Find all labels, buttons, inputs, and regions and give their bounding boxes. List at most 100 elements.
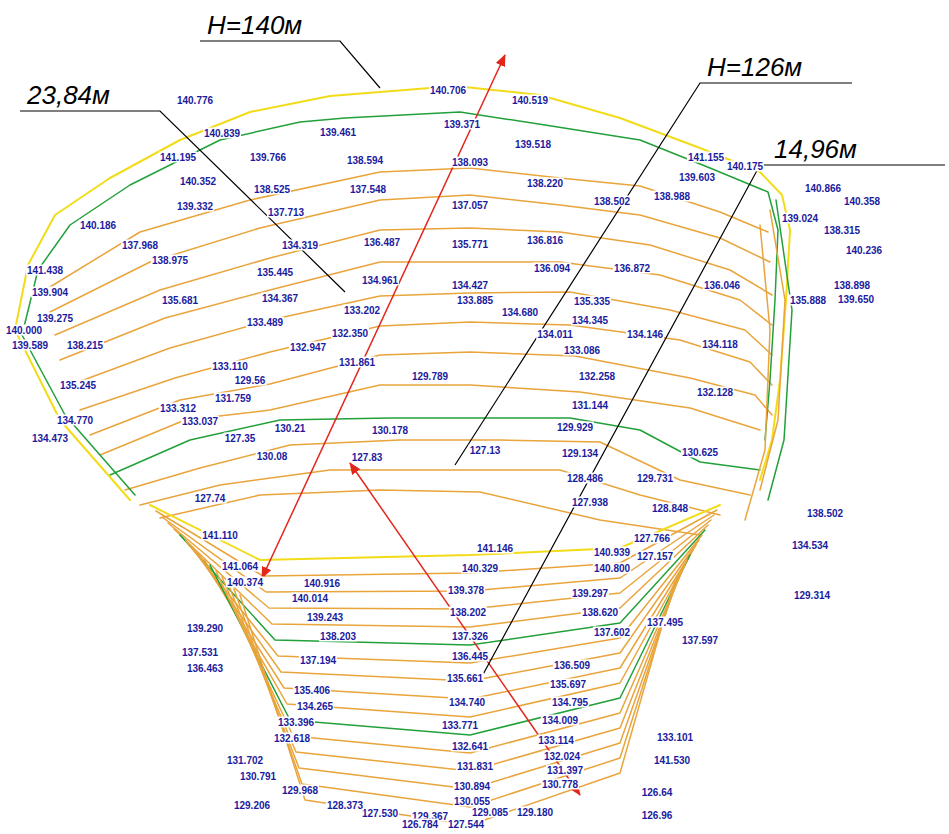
contour-line: [768, 200, 792, 500]
elevation-label: 135.445: [256, 267, 294, 278]
contour-line: [192, 540, 699, 681]
elevation-label: 137.602: [593, 627, 631, 638]
elevation-label: 129.929: [556, 422, 594, 433]
leader-line: [20, 111, 345, 292]
elevation-label: 136.046: [703, 280, 741, 291]
contour-line: [80, 322, 772, 410]
elevation-label: 140.358: [843, 196, 881, 207]
elevation-label: 134.770: [56, 415, 94, 426]
elevation-label: 140.519: [511, 95, 549, 106]
elevation-label: 136.445: [451, 651, 489, 662]
elevation-label: 139.589: [11, 340, 49, 351]
elevation-label: 138.525: [253, 184, 291, 195]
elevation-label: 134.740: [448, 697, 486, 708]
contour-line: [162, 515, 714, 592]
elevation-label: 139.603: [678, 172, 716, 183]
elevation-label: 127.35: [224, 433, 257, 444]
contour-line: [745, 225, 770, 520]
contour-line: [222, 565, 684, 771]
elevation-label: 138.203: [319, 631, 357, 642]
elevation-label: 133.312: [159, 403, 197, 414]
elevation-label: 134.118: [701, 339, 739, 350]
elevation-label: 138.898: [833, 280, 871, 291]
contour-line: [160, 490, 700, 535]
elevation-label: 127.530: [361, 808, 399, 819]
elevation-label: 140.916: [303, 578, 341, 589]
elevation-label: 134.680: [501, 307, 539, 318]
elevation-label: 139.378: [447, 585, 485, 596]
contour-line: [210, 555, 690, 735]
elevation-label: 138.315: [823, 225, 861, 236]
elevation-label: 138.220: [526, 178, 564, 189]
contour-line: [100, 385, 760, 455]
elevation-label: 133.037: [181, 416, 219, 427]
elevation-label: 136.509: [553, 660, 591, 671]
elevation-label: 127.766: [633, 533, 671, 544]
elevation-label: 140.352: [179, 176, 217, 187]
elevation-label: 136.872: [613, 263, 651, 274]
elevation-label: 138.502: [593, 196, 631, 207]
elevation-label: 127.544: [447, 819, 485, 830]
elevation-label: 129.180: [516, 807, 554, 818]
elevation-label: 133.114: [537, 735, 575, 746]
elevation-label: 126.784: [401, 819, 439, 830]
elevation-label: 139.371: [443, 119, 481, 130]
elevation-label: 133.202: [343, 305, 381, 316]
elevation-label: 131.702: [226, 755, 264, 766]
elevation-label: 128.373: [326, 800, 364, 811]
elevation-label: 139.332: [176, 201, 214, 212]
elevation-label: 132.947: [289, 342, 327, 353]
elevation-label: 138.988: [653, 191, 691, 202]
elevation-label: 133.489: [246, 317, 284, 328]
elevation-label: 137.713: [267, 207, 305, 218]
elevation-label: 129.314: [793, 590, 831, 601]
contour-line: [60, 262, 772, 360]
contour-line: [140, 470, 720, 515]
elevation-label: 130.21: [274, 423, 307, 434]
elevation-label: 140.839: [203, 128, 241, 139]
elevation-label: 133.771: [441, 720, 479, 731]
elevation-label: 135.681: [161, 295, 199, 306]
elevation-label: 127.74: [194, 493, 227, 504]
elevation-label: 137.194: [299, 655, 337, 666]
elevation-label: 132.024: [543, 751, 581, 762]
elevation-label: 126.96: [641, 810, 674, 821]
contour-line: [228, 570, 681, 789]
elevation-label: 129.56: [234, 375, 267, 386]
elevation-label: 137.057: [451, 200, 489, 211]
elevation-label: 132.128: [696, 387, 734, 398]
elevation-label: 140.014: [291, 593, 329, 604]
elevation-label: 136.463: [186, 663, 224, 674]
elevation-label: 139.766: [249, 152, 287, 163]
elevation-label: 141.064: [221, 561, 259, 572]
elevation-label: 135.335: [573, 296, 611, 307]
elevation-label: 138.975: [151, 255, 189, 266]
elevation-label: 141.530: [653, 755, 691, 766]
elevation-label: 141.155: [687, 152, 725, 163]
elevation-label: 130.08: [256, 451, 289, 462]
elevation-label: 134.795: [551, 697, 589, 708]
elevation-label: 135.771: [451, 239, 489, 250]
elevation-label: 141.195: [159, 152, 197, 163]
dimension-label: 23,84м: [25, 80, 112, 110]
elevation-label: 137.531: [181, 647, 219, 658]
elevation-label: 139.461: [319, 127, 357, 138]
elevation-label: 140.000: [5, 325, 43, 336]
elevation-label: 139.024: [781, 213, 819, 224]
elevation-label: 130.791: [239, 771, 277, 782]
elevation-label: 135.697: [549, 679, 587, 690]
elevation-label: 140.939: [593, 547, 631, 558]
elevation-label: 134.009: [541, 715, 579, 726]
elevation-label: 135.245: [59, 380, 97, 391]
elevation-label: 138.620: [581, 607, 619, 618]
elevation-label: 131.861: [338, 357, 376, 368]
contour-line: [22, 112, 778, 495]
elevation-label: 128.486: [566, 473, 604, 484]
elevation-label: 139.518: [514, 139, 552, 150]
elevation-label: 127.938: [571, 497, 609, 508]
dimension-label: H=140м: [205, 10, 304, 40]
elevation-label: 133.086: [563, 345, 601, 356]
dimension-arrow: [350, 463, 580, 795]
elevation-label: 137.548: [349, 184, 387, 195]
elevation-label: 137.968: [121, 240, 159, 251]
